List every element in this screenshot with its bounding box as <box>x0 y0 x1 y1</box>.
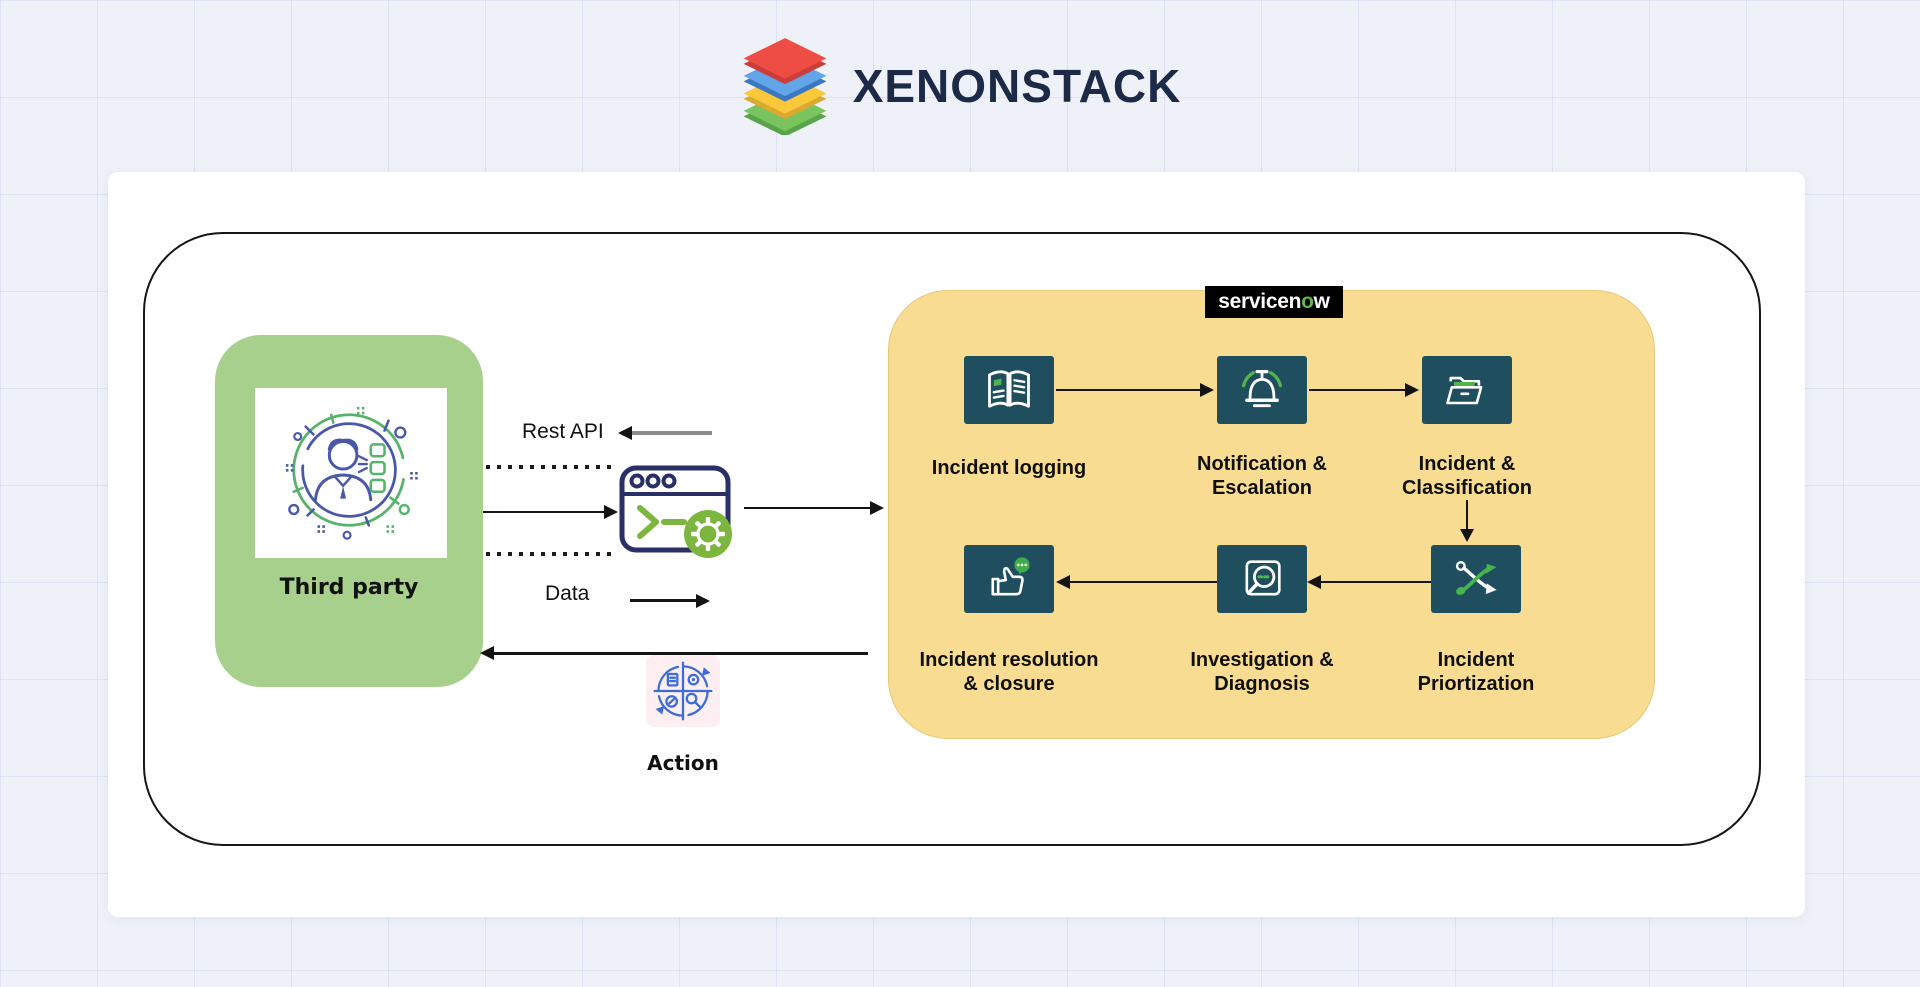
incident-resolution-tile <box>964 545 1054 613</box>
gear-icon <box>684 510 732 558</box>
incident-logging-label: Incident logging <box>931 457 1087 479</box>
diagram-outer-border <box>143 232 1761 846</box>
servicenow-logo-text-2: w <box>1313 290 1330 313</box>
incident-classification-tile <box>1422 356 1512 424</box>
header-logo: XENONSTACK <box>0 36 1920 136</box>
notification-escalation-tile <box>1217 356 1307 424</box>
incident-prioritization-tile <box>1431 545 1521 613</box>
service-bell-icon <box>1241 369 1283 408</box>
xenonstack-wordmark: XENONSTACK <box>852 60 1182 112</box>
incident-resolution-label: Incident resolution & closure <box>919 649 1099 695</box>
third-party-box: Third party <box>215 335 483 687</box>
incident-classification-label: Incident & Classification <box>1401 453 1533 499</box>
dotted-link-bottom <box>486 552 614 556</box>
servicenow-logo-text-1: servicen <box>1218 290 1302 313</box>
shuffle-arrows-icon <box>1455 561 1497 595</box>
xenonstack-logo-icon <box>743 38 827 135</box>
rest-api-label: Rest API <box>522 420 604 443</box>
incident-logging-tile <box>964 356 1054 424</box>
action-cycle-icon <box>653 661 713 721</box>
magnifier-screen-icon <box>1245 560 1281 596</box>
dotted-link-top <box>486 465 614 469</box>
action-label: Action <box>647 751 719 775</box>
terminal-icon <box>619 465 732 558</box>
open-book-icon <box>988 370 1030 408</box>
person-card <box>255 388 447 558</box>
investigation-diagnosis-label: Investigation & Diagnosis <box>1190 649 1334 695</box>
notification-escalation-label: Notification & Escalation <box>1197 453 1327 499</box>
person-network-icon <box>285 406 418 540</box>
open-folder-icon <box>1446 376 1483 405</box>
thumbs-up-icon <box>991 557 1030 596</box>
data-label: Data <box>545 582 590 605</box>
servicenow-logo-green-o: o <box>1301 290 1314 313</box>
action-card <box>646 655 720 727</box>
third-party-label: Third party <box>279 575 419 600</box>
investigation-diagnosis-tile <box>1217 545 1307 613</box>
incident-prioritization-label: Incident Priortization <box>1417 649 1535 695</box>
